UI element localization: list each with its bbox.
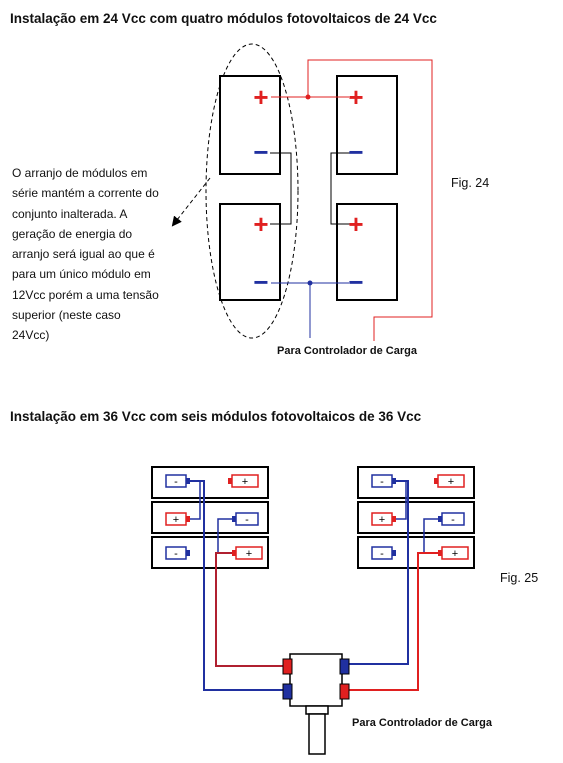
note-arrow bbox=[171, 177, 211, 227]
plus-symbol: + bbox=[348, 82, 363, 112]
terminal-negative: - bbox=[232, 512, 259, 526]
positive-junction bbox=[305, 94, 311, 100]
note-line: conjunto inalterada. A bbox=[12, 206, 128, 221]
note-line: 24Vcc) bbox=[12, 328, 50, 343]
terminal-negative: - bbox=[165, 546, 190, 560]
svg-text:-: - bbox=[245, 514, 249, 526]
plus-symbol: + bbox=[348, 209, 363, 239]
note-line: 12Vcc porém a uma tensão bbox=[12, 287, 159, 302]
positive-wire-controller bbox=[307, 59, 433, 341]
terminal-positive: + bbox=[232, 546, 263, 560]
note-line: série mantém a corrente do bbox=[12, 186, 159, 201]
fig24-diagram: + − + − + − + − bbox=[171, 43, 433, 341]
note-line: arranjo será igual ao que é bbox=[12, 247, 155, 262]
series-group-ellipse bbox=[205, 43, 299, 339]
note-line: superior (neste caso bbox=[12, 308, 121, 323]
svg-text:-: - bbox=[380, 548, 384, 560]
fig24-label: Fig. 24 bbox=[451, 176, 490, 190]
series-link-right bbox=[330, 152, 353, 225]
svg-text:+: + bbox=[379, 514, 385, 526]
terminal-negative: - bbox=[165, 474, 190, 488]
series-link-left bbox=[270, 152, 292, 225]
terminal-positive: + bbox=[165, 512, 190, 526]
terminal-negative: - bbox=[371, 546, 396, 560]
section1-title: Instalação em 24 Vcc com quatro módulos … bbox=[10, 11, 437, 26]
terminal-positive: + bbox=[434, 474, 465, 488]
note-line: O arranjo de módulos em bbox=[12, 166, 148, 180]
minus-symbol: − bbox=[253, 137, 268, 167]
terminal-negative: - bbox=[438, 512, 465, 526]
series-note: O arranjo de módulos em série mantém a c… bbox=[12, 163, 172, 346]
terminal-positive: + bbox=[371, 512, 396, 526]
svg-text:-: - bbox=[451, 514, 455, 526]
svg-text:+: + bbox=[246, 548, 252, 560]
terminal-negative: - bbox=[371, 474, 396, 488]
fig25-label: Fig. 25 bbox=[500, 571, 539, 585]
module-left-top bbox=[219, 75, 281, 175]
module-left-bottom bbox=[219, 203, 281, 301]
svg-text:-: - bbox=[380, 476, 384, 488]
plus-symbol: + bbox=[253, 209, 268, 239]
terminal-positive: + bbox=[438, 546, 469, 560]
module-right-bottom bbox=[336, 203, 398, 301]
module-right-top bbox=[336, 75, 398, 175]
svg-text:+: + bbox=[448, 476, 454, 488]
minus-symbol: − bbox=[253, 267, 268, 297]
svg-text:-: - bbox=[174, 476, 178, 488]
terminal-positive: + bbox=[228, 474, 259, 488]
note-line: geração de energia do bbox=[12, 226, 133, 241]
fig24-controller-label: Para Controlador de Carga bbox=[277, 345, 417, 357]
minus-symbol: − bbox=[348, 267, 363, 297]
svg-text:+: + bbox=[173, 514, 179, 526]
plus-symbol: + bbox=[253, 82, 268, 112]
fig25-controller-label: Para Controlador de Carga bbox=[352, 717, 492, 729]
minus-symbol: − bbox=[348, 137, 363, 167]
svg-text:+: + bbox=[452, 548, 458, 560]
note-line: para um único módulo em bbox=[12, 267, 151, 282]
svg-text:+: + bbox=[242, 476, 248, 488]
negative-junction bbox=[307, 280, 313, 286]
section2-title: Instalação em 36 Vcc com seis módulos fo… bbox=[10, 409, 422, 424]
svg-text:-: - bbox=[174, 548, 178, 560]
